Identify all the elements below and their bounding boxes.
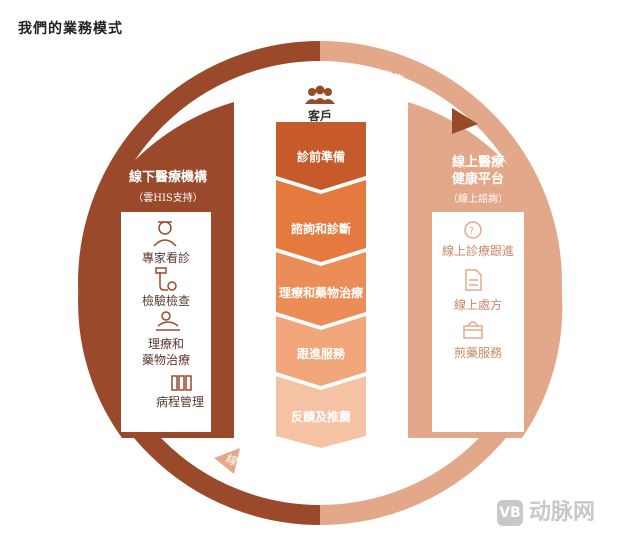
stage-label-5: 反饋及推薦: [290, 410, 351, 424]
stage-label-2: 諮詢和診斷: [290, 222, 351, 236]
right-sector: [408, 102, 540, 208]
prescription-icon: [465, 269, 482, 291]
offline-institutions-title: 線下醫療機構: [128, 170, 207, 185]
left-item-lab-exam: 檢驗檢查: [141, 294, 190, 308]
stage-chevrons: [276, 122, 366, 448]
consult-question-icon: ?: [464, 221, 482, 239]
left-item-disease-management: 病程管理: [155, 395, 204, 409]
watermark-logo-icon: VB: [497, 500, 523, 526]
svg-text:?: ?: [469, 226, 474, 237]
records-icon: [171, 375, 192, 391]
online-platform-title: 線上醫療 健康平台: [451, 155, 504, 187]
right-item-online-prescription: 線上處方: [453, 298, 502, 312]
left-item-expert-consultation: 專家看診: [141, 251, 190, 265]
right-item-herbal-decoction: 煎藥服務: [453, 346, 502, 360]
arc-top-arrowhead: [452, 108, 478, 134]
stage-chevron-3: [276, 252, 366, 326]
left-item-therapy-medication: 理療和 藥物治療: [141, 337, 190, 367]
arc-bottom-arrowhead: [214, 448, 240, 474]
stage-chevron-4: [276, 316, 366, 386]
page-title: 我們的業務模式: [18, 21, 123, 37]
stage-label-3: 理療和藥物治療: [278, 286, 363, 300]
offline-institutions-header: 線下醫療機構 （雲HIS支持）: [123, 166, 213, 204]
doctor-icon: [153, 221, 177, 247]
stage-chevron-1: [276, 122, 366, 190]
stage-label-4: 跟進服務: [296, 347, 345, 361]
right-panel: [432, 212, 524, 432]
lab-test-icon: [155, 267, 177, 291]
customer-group-icon: [305, 85, 335, 104]
left-sector: [98, 102, 234, 208]
customer-label: 客戶: [307, 109, 332, 123]
stage-chevron-5: [276, 376, 366, 448]
offline-institutions-subtitle: （雲HIS支持）: [133, 193, 203, 204]
therapy-icon: [156, 311, 180, 331]
online-platform-header: 線上醫療 健康平台 （線上諮詢）: [428, 154, 528, 205]
herbal-medicine-icon: [463, 321, 483, 339]
watermark-text: 动脉网: [529, 500, 596, 525]
stage-label-1: 診前準備: [296, 150, 345, 164]
right-item-online-followup: 線上診療跟進: [441, 244, 514, 258]
stage-chevron-2: [276, 180, 366, 262]
online-platform-subtitle: （線上諮詢）: [448, 194, 508, 205]
